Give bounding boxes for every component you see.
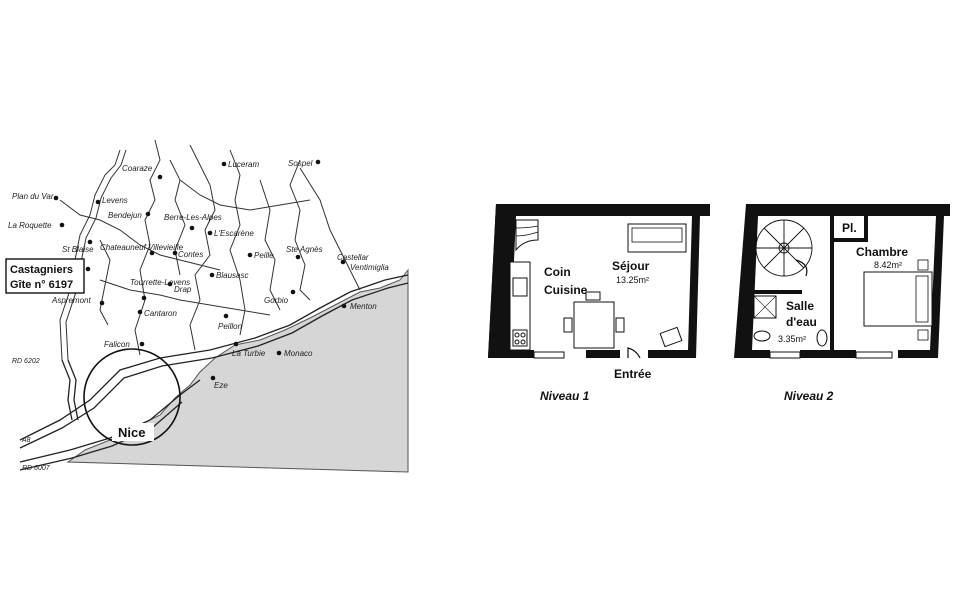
town-la-roquette: La Roquette	[8, 221, 52, 230]
town-ventimiglia: Ventimiglia	[350, 263, 389, 272]
bedroom-area: 8.42m²	[874, 260, 902, 270]
sea-area	[66, 268, 409, 473]
kitchen-label-2: Cuisine	[544, 283, 588, 297]
spiral-staircase	[755, 219, 813, 277]
living-label: Séjour	[612, 259, 650, 273]
town-peillon: Peillon	[218, 322, 243, 331]
bedroom-label: Chambre	[856, 245, 908, 259]
town-sospel: Sospel	[288, 159, 313, 168]
town-ste-agnes: Ste Agnès	[286, 245, 323, 254]
kitchen-label-1: Coin	[544, 265, 571, 279]
nice-label-box	[112, 423, 154, 441]
level-2-walls	[734, 204, 956, 358]
road-rd6007: RD 6007	[22, 465, 51, 472]
town-blausasc: Blausasc	[216, 271, 248, 280]
level-2-window-right	[855, 351, 893, 359]
town-plan-du-var: Plan du Var	[12, 192, 54, 201]
floor-plans: Coin Cuisine Séjour 13.25m² Entrée Nivea…	[480, 180, 956, 420]
gite-box	[5, 258, 85, 294]
town-chateauneuf-villevieille: Chateauneuf Villevieille	[100, 243, 184, 252]
closet-label: Pl.	[842, 221, 857, 235]
stove	[512, 329, 528, 347]
town-menton: Menton	[350, 302, 377, 311]
town-eze: Eze	[214, 381, 228, 390]
bathroom-area: 3.35m²	[778, 334, 806, 344]
level-1-plan: Coin Cuisine Séjour 13.25m² Entrée Nivea…	[488, 204, 710, 403]
town-la-turbie: La Turbie	[232, 349, 266, 358]
town-st-blaise: St Blaise	[62, 245, 94, 254]
dining-table	[573, 301, 615, 349]
town-coaraze: Coaraze	[122, 164, 153, 173]
road-rd6202: RD 6202	[12, 358, 40, 365]
gite-number: Gîte n° 6197	[10, 279, 73, 291]
town-luceram: Luceram	[228, 160, 259, 169]
town-drap: Drap	[174, 285, 192, 294]
town-berre-les-alpes: Berre-Les-Alpes	[164, 213, 222, 222]
nice-circle	[83, 348, 181, 446]
town-aspremont: Aspremont	[51, 296, 91, 305]
level-1-window-left	[533, 351, 565, 359]
town-monaco: Monaco	[284, 349, 313, 358]
inland-roads	[59, 139, 361, 361]
town-levens: Levens	[102, 196, 128, 205]
level-2-label: Niveau 2	[784, 389, 834, 403]
town-tourrette-levens: Tourrette-Levens	[130, 278, 190, 287]
sink	[512, 277, 528, 297]
town-l-escarene: L'Escarène	[214, 229, 254, 238]
road-a8: A8	[21, 437, 31, 444]
town-castellar: Castellar	[337, 253, 369, 262]
level-2-plan: Pl. Chambre 8.42m² Salle d'eau 3.35m² Ni…	[734, 204, 956, 403]
living-area: 13.25m²	[616, 275, 649, 285]
town-contes: Contes	[178, 250, 203, 259]
level-2-window-left	[769, 351, 801, 359]
washbasin	[816, 329, 828, 347]
town-peille: Peille	[254, 251, 274, 260]
town-falicon: Falicon	[104, 340, 130, 349]
bathroom-label-2: d'eau	[786, 315, 817, 329]
bathroom-label-1: Salle	[786, 299, 814, 313]
gite-name: Castagniers	[10, 264, 73, 276]
level-1-label: Niveau 1	[540, 389, 590, 403]
level-1-entry-door	[627, 347, 641, 359]
nice-label: Nice	[118, 425, 145, 440]
town-bendejun: Bendejun	[108, 211, 142, 220]
town-markers	[53, 159, 347, 381]
entrance-label: Entrée	[614, 367, 652, 381]
toilet	[753, 330, 771, 342]
town-gorbio: Gorbio	[264, 296, 289, 305]
region-map: Nice Castagniers Gîte n° 6197 Coaraze Lu…	[0, 0, 420, 600]
town-cantaron: Cantaron	[144, 309, 177, 318]
